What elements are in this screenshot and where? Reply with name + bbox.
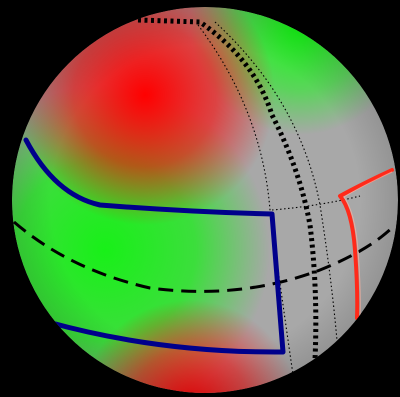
dashed-curve <box>13 220 397 293</box>
blue-curve <box>23 137 286 355</box>
red-curve <box>338 168 394 320</box>
dotted-meridian-1 <box>197 24 297 393</box>
thick-dotted-curve <box>137 17 319 361</box>
sphere-shading <box>12 7 398 393</box>
dotted-parallel <box>271 195 361 211</box>
red-curve-highlight <box>343 171 393 319</box>
